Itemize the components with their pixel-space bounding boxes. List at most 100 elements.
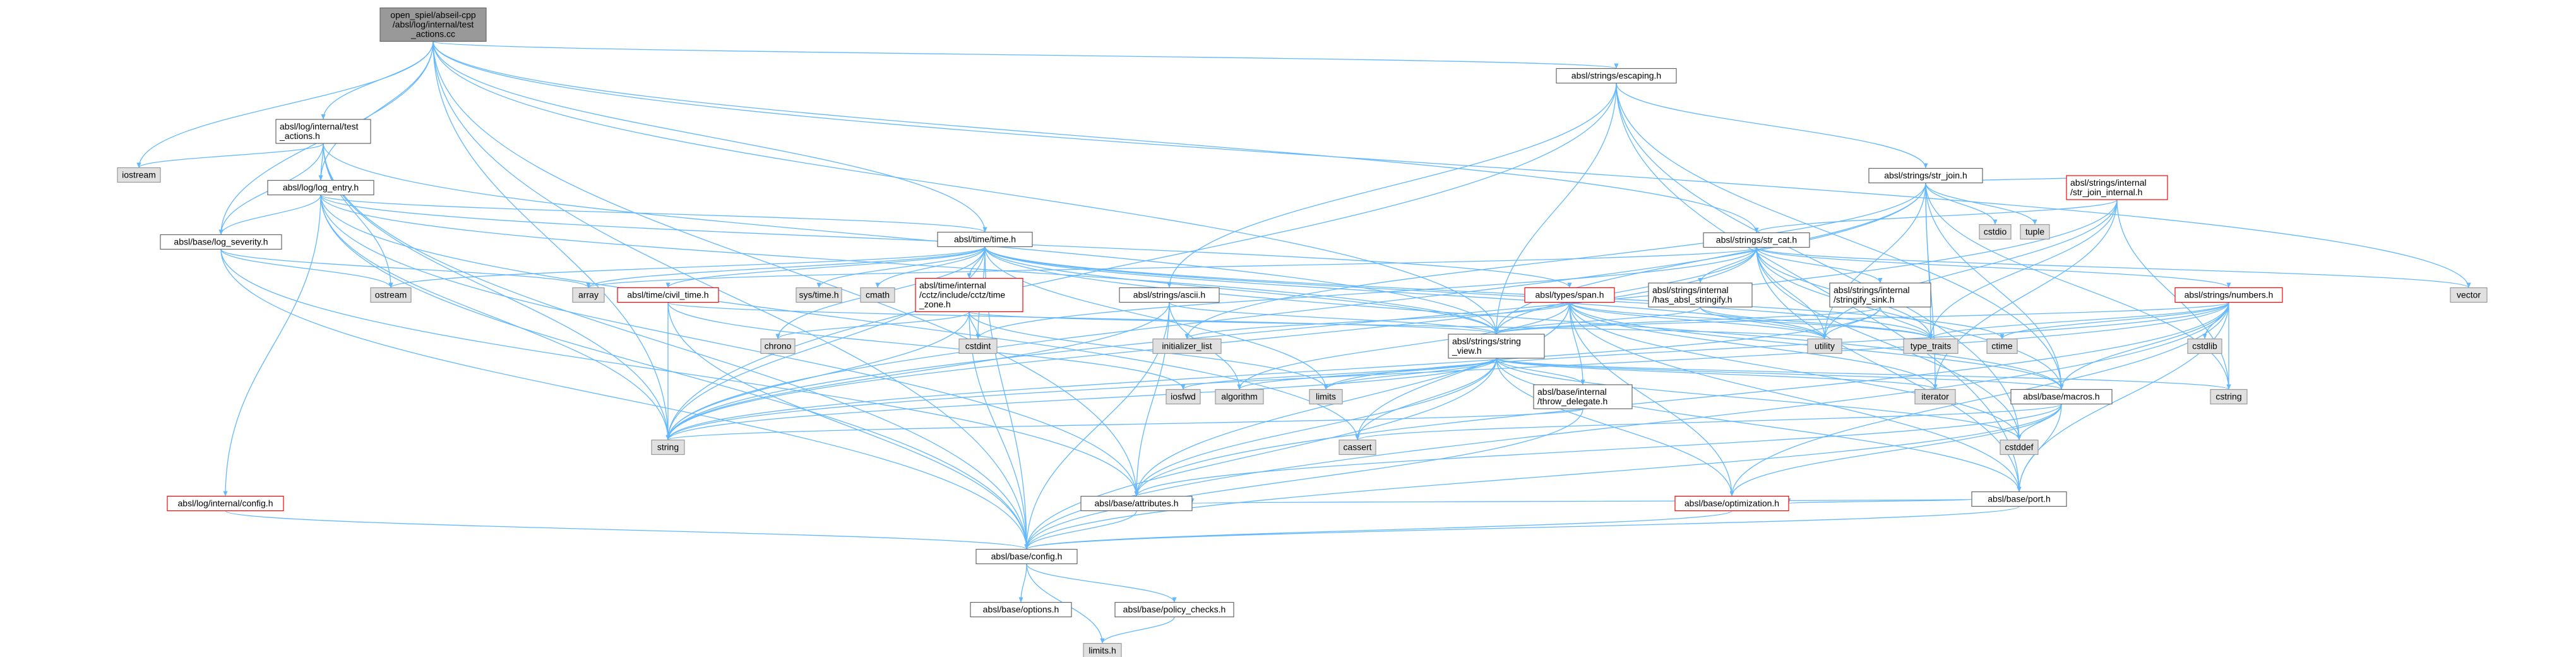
edge-root-to-escaping [432, 40, 1618, 69]
edge-log_severity-to-ostream [220, 249, 393, 288]
node-civil-time[interactable]: absl/time/civil_time.h [617, 287, 719, 303]
edge-str_join-to-cstdio [1925, 183, 1998, 225]
node-box [1807, 338, 1842, 354]
edge-test_actions_h-to-config [323, 143, 1029, 550]
node-root[interactable]: open_spiel/abseil-cpp/absl/log/internal/… [379, 7, 487, 42]
edge-log_config-to-config [225, 510, 1029, 550]
node-cstring: cstring [2210, 389, 2248, 405]
edge-root-to-string_view [432, 41, 1499, 335]
node-box [1979, 224, 2012, 240]
edge-numbers-to-attributes [1134, 302, 2229, 497]
node-label-line: absl/log/internal/test [280, 121, 359, 131]
edge-numbers-to-string [665, 302, 2229, 440]
node-label-line: cstdint [965, 341, 991, 351]
node-label-line: cstring [2215, 392, 2241, 402]
node-label-line: /stringify_sink.h [1834, 294, 1894, 304]
node-box [1152, 338, 1222, 354]
node-label-line: _actions.cc [410, 29, 455, 39]
node-numbers[interactable]: absl/strings/numbers.h [2174, 287, 2283, 303]
node-box [1309, 389, 1343, 405]
node-span[interactable]: absl/types/span.h [1524, 287, 1615, 303]
edge-config-to-options [1018, 564, 1027, 603]
node-str-join-internal[interactable]: absl/strings/internal/str_join_internal.… [2066, 175, 2168, 200]
node-policy-checks[interactable]: absl/base/policy_checks.h [1114, 601, 1234, 618]
edge-log_entry-to-cassert [320, 195, 1360, 440]
edge-time_h-to-array [586, 246, 986, 289]
edge-string_view-to-algorithm [1237, 358, 1497, 390]
node-attributes[interactable]: absl/base/attributes.h [1080, 495, 1193, 512]
edge-stringify_sink-to-utility [1822, 306, 1881, 339]
node-options[interactable]: absl/base/options.h [970, 601, 1072, 618]
node-port[interactable]: absl/base/port.h [1971, 491, 2067, 507]
node-label-line: /throw_delegate.h [1537, 396, 1607, 406]
node-stringify-sink[interactable]: absl/strings/internal/stringify_sink.h [1829, 282, 1931, 308]
node-box [1119, 287, 1220, 303]
node-box [1166, 389, 1201, 405]
edge-numbers-to-ctime [2000, 302, 2229, 339]
node-label-line: absl/base/optimization.h [1685, 498, 1779, 509]
edge-time_h-to-macros [984, 246, 2064, 390]
edge-str_cat-to-cstddef [1756, 247, 2022, 440]
node-log-entry[interactable]: absl/log/log_entry.h [267, 179, 374, 196]
node-log-config[interactable]: absl/log/internal/config.h [167, 495, 284, 512]
node-escaping[interactable]: absl/strings/escaping.h [1556, 68, 1677, 84]
node-string-view[interactable]: absl/strings/string_view.h [1448, 334, 1545, 359]
edge-root-to-time_h [432, 41, 987, 232]
edge-escaping-to-str_join [1616, 83, 1928, 169]
node-box [1080, 495, 1193, 512]
node-ascii[interactable]: absl/strings/ascii.h [1119, 287, 1220, 303]
edge-string_view-to-iosfwd [1181, 358, 1497, 390]
node-label-line: iosfwd [1171, 392, 1196, 402]
node-optimization[interactable]: absl/base/optimization.h [1674, 495, 1789, 512]
node-str-join[interactable]: absl/strings/str_join.h [1868, 167, 1983, 184]
node-label-line: absl/strings/str_cat.h [1716, 235, 1797, 245]
edge-escaping-to-cstddef [1616, 83, 2022, 440]
node-log-severity[interactable]: absl/base/log_severity.h [160, 234, 282, 250]
edge-macros-to-config [1024, 404, 2062, 550]
edge-test_actions_h-to-string_view [323, 143, 1499, 335]
node-throw-delegate[interactable]: absl/base/internal/throw_delegate.h [1533, 384, 1633, 409]
node-box [1903, 338, 1959, 354]
node-label-line: algorithm [1221, 392, 1258, 402]
edge-string_view-to-cstring [1496, 358, 2231, 390]
node-cctz-time-zone[interactable]: absl/time/internal/cctz/include/cctz/tim… [915, 277, 1023, 313]
edge-span-to-port [1569, 302, 2022, 492]
node-label-line: absl/base/options.h [983, 605, 1059, 615]
node-initializer-list: initializer_list [1152, 338, 1222, 354]
node-test-actions-h[interactable]: absl/log/internal/test_actions.h [275, 119, 371, 144]
node-time-h[interactable]: absl/time/time.h [937, 231, 1033, 248]
node-box [1114, 601, 1234, 618]
edge-string_view-to-cstddef [1496, 358, 2022, 440]
edge-has_absl_stringify-to-string_view [1494, 306, 1701, 335]
edge-str_cat-to-cstdint [975, 247, 1757, 339]
node-str-cat[interactable]: absl/strings/str_cat.h [1703, 232, 1810, 248]
node-label-line: iterator [1921, 392, 1949, 402]
edge-root-to-config [432, 41, 1029, 550]
node-box [1524, 287, 1615, 303]
edge-span-to-optimization [1569, 302, 1734, 497]
node-label-line: absl/log/internal/config.h [178, 498, 273, 509]
node-config[interactable]: absl/base/config.h [975, 548, 1078, 565]
node-box [1556, 68, 1677, 84]
edge-log_severity-to-attributes [220, 249, 1139, 497]
node-label-line: open_spiel/abseil-cpp [390, 10, 476, 20]
node-label-line: absl/strings/internal [2070, 178, 2147, 188]
node-cstddef: cstddef [2000, 439, 2039, 455]
node-box [1914, 389, 1956, 405]
node-label-line: absl/strings/escaping.h [1571, 71, 1661, 81]
edge-civil_time-to-config [667, 302, 1029, 550]
edge-numbers-to-macros [2059, 302, 2229, 390]
node-label-line: limits [1316, 392, 1336, 402]
node-macros[interactable]: absl/base/macros.h [2010, 389, 2113, 405]
edge-time_h-to-cmath [875, 246, 986, 288]
node-box [970, 601, 1072, 618]
node-limits: limits [1309, 389, 1343, 405]
node-box [2010, 389, 2113, 405]
node-label-line: /absl/log/internal/test [393, 20, 474, 30]
node-label-line: type_traits [1911, 341, 1952, 351]
edge-macros-to-cstddef [2017, 404, 2062, 440]
edge-policy_checks-to-limits_h [1100, 617, 1175, 644]
node-has-absl-stringify[interactable]: absl/strings/internal/has_absl_stringify… [1648, 282, 1753, 308]
edge-log_entry-to-string_view [320, 195, 1499, 335]
